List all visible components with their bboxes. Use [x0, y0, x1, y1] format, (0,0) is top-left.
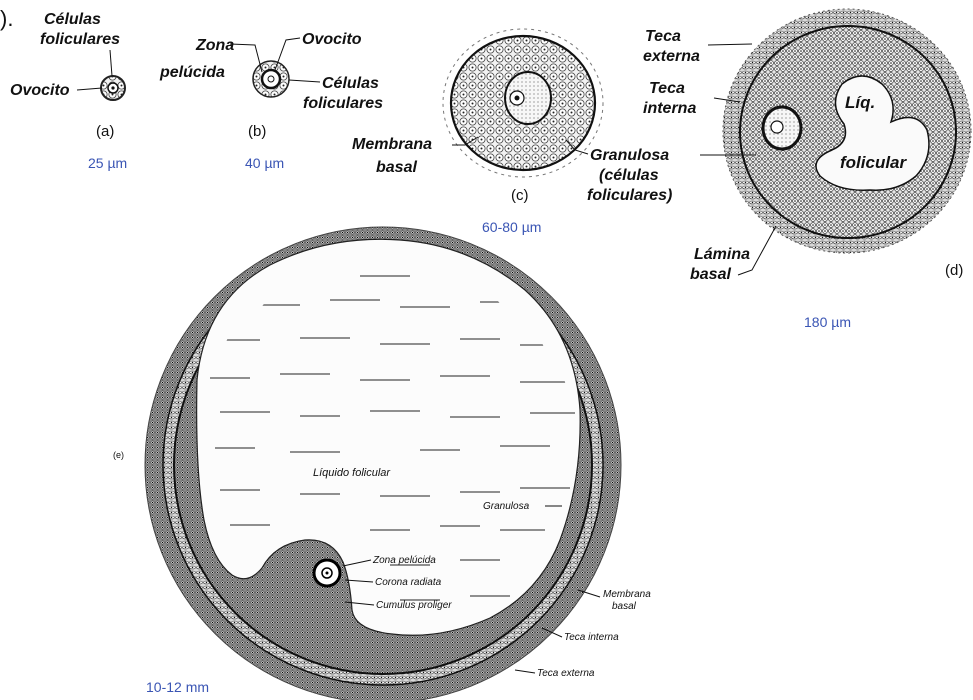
svg-text:foliculares: foliculares: [40, 31, 120, 48]
follicle-e-antrum: [197, 239, 581, 635]
svg-text:basal: basal: [690, 266, 731, 283]
follicle-c: Membrana basal Granulosa (células folicu…: [352, 29, 672, 235]
svg-text:interna: interna: [643, 100, 696, 117]
label-d-lamina-1: Lámina: [694, 246, 750, 263]
label-c-granulosa-2: (células: [599, 167, 659, 184]
svg-text:basal: basal: [376, 159, 417, 176]
tag-c: (c): [511, 187, 529, 204]
label-a-cells-2: foliculares: [40, 31, 120, 48]
svg-text:Granulosa: Granulosa: [590, 147, 669, 164]
svg-text:Células: Células: [322, 75, 379, 92]
label-a-cells-1: Células: [44, 11, 101, 28]
svg-text:Teca: Teca: [649, 80, 685, 97]
label-b-cells-1: Células: [322, 75, 379, 92]
label-e-cumulus: Cumulus proliger: [376, 600, 452, 611]
tag-b: (b): [248, 123, 266, 140]
svg-text:Zona: Zona: [195, 37, 234, 54]
label-d-liq: Líq.: [845, 93, 875, 112]
svg-text:Membrana: Membrana: [352, 136, 432, 153]
label-b-oocyte: Ovocito: [302, 31, 362, 48]
svg-text:Lámina: Lámina: [694, 246, 750, 263]
svg-text:foliculares): foliculares): [587, 187, 672, 204]
svg-text:Teca: Teca: [645, 28, 681, 45]
corner-mark: ).: [0, 6, 13, 31]
svg-text:(células: (células: [599, 167, 659, 184]
label-d-folicular: folicular: [840, 153, 908, 172]
label-c-granulosa-3: foliculares): [587, 187, 672, 204]
label-e-granulosa: Granulosa: [483, 501, 530, 512]
label-e-teca-int: Teca interna: [564, 632, 619, 643]
label-d-teca-ext-2: externa: [643, 48, 700, 65]
label-d-teca-int-2: interna: [643, 100, 696, 117]
tag-e: (e): [113, 450, 124, 460]
size-d: 180 µm: [804, 314, 851, 330]
size-c: 60-80 µm: [482, 219, 541, 235]
label-b-zona-2: pelúcida: [159, 64, 225, 81]
label-b-cells-2: foliculares: [303, 95, 383, 112]
size-b: 40 µm: [245, 155, 284, 171]
label-d-teca-int-1: Teca: [649, 80, 685, 97]
label-e-liquido: Líquido folicular: [313, 467, 391, 479]
svg-text:Células: Células: [44, 11, 101, 28]
label-c-membrane-1: Membrana: [352, 136, 432, 153]
follicle-e: (e) Líquido folicular Granulosa Zona pel…: [113, 227, 651, 700]
tag-a: (a): [96, 123, 114, 140]
svg-text:basal: basal: [612, 601, 637, 612]
label-d-lamina-2: basal: [690, 266, 731, 283]
svg-text:externa: externa: [643, 48, 700, 65]
label-e-membrana-2: basal: [612, 601, 637, 612]
tag-d: (d): [945, 262, 963, 279]
label-c-granulosa-1: Granulosa: [590, 147, 669, 164]
label-a-oocyte: Ovocito: [10, 82, 70, 99]
label-b-zona-1: Zona: [195, 37, 234, 54]
follicle-b: Zona pelúcida Ovocito Células foliculare…: [159, 31, 383, 171]
label-e-zona: Zona pelúcida: [372, 555, 436, 566]
svg-text:foliculares: foliculares: [303, 95, 383, 112]
svg-text:Membrana: Membrana: [603, 589, 651, 600]
size-e: 10-12 mm: [146, 679, 209, 695]
label-e-teca-ext: Teca externa: [537, 668, 595, 679]
label-e-corona: Corona radiata: [375, 577, 442, 588]
svg-text:pelúcida: pelúcida: [159, 64, 225, 81]
follicle-a: Células foliculares Ovocito (a) 25 µm: [10, 11, 127, 171]
label-c-membrane-2: basal: [376, 159, 417, 176]
label-d-teca-ext-1: Teca: [645, 28, 681, 45]
label-e-membrana-1: Membrana: [603, 589, 651, 600]
size-a: 25 µm: [88, 155, 127, 171]
follicle-d: Líq. folicular Teca externa Teca interna…: [643, 9, 971, 330]
